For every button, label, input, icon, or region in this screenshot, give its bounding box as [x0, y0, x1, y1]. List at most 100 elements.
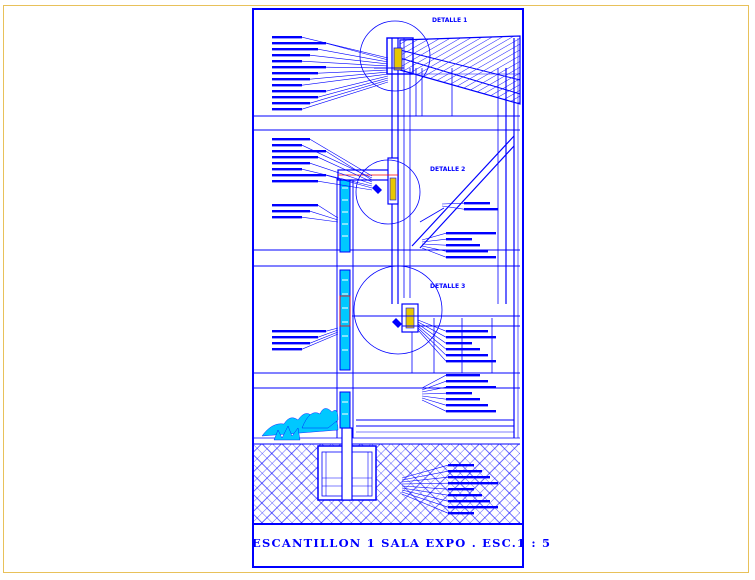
annotation-bar — [272, 48, 318, 51]
leader-line — [325, 174, 373, 189]
annotation-bar — [446, 330, 488, 333]
ground-hatch — [254, 437, 520, 524]
leader-line — [317, 180, 373, 191]
leader-line — [401, 482, 449, 485]
annotation-bar — [272, 342, 310, 345]
leader-line — [325, 150, 373, 181]
leader-line — [309, 210, 339, 221]
annotation-bar — [446, 404, 488, 407]
leader-line — [401, 485, 449, 490]
leader-line — [441, 202, 465, 205]
annotation-bar — [446, 386, 496, 389]
detail-2-label: DETALLE 2 — [430, 166, 465, 173]
annotation-bar — [448, 482, 498, 485]
annotation-bar — [446, 348, 480, 351]
annotation-bar — [272, 36, 302, 39]
annotation-bar — [448, 500, 490, 503]
annotation-bar — [272, 210, 310, 213]
annotation-bar — [272, 66, 326, 69]
annotation-bar — [272, 78, 310, 81]
annotation-bar — [446, 374, 480, 377]
leader-line — [301, 73, 389, 86]
annotation-bar — [446, 336, 496, 339]
foundation-footing — [317, 427, 377, 501]
annotation-bar — [272, 162, 310, 165]
page-frame — [3, 5, 749, 573]
roof-structure — [374, 35, 521, 105]
leader-line — [421, 380, 447, 391]
leader-line — [401, 464, 449, 479]
leader-line — [421, 238, 447, 243]
leader-line — [417, 323, 447, 344]
leader-line — [401, 470, 449, 481]
annotation-leaders-right — [401, 202, 498, 515]
leader-line — [301, 81, 389, 110]
annotation-bar — [448, 512, 474, 515]
leader-line — [309, 138, 373, 177]
leader-line — [421, 374, 447, 389]
annotation-bar — [272, 54, 310, 57]
annotation-bar — [446, 410, 496, 413]
leader-line — [309, 54, 389, 65]
detail-circle-2 — [355, 159, 421, 225]
drawing-title: ESCANTILLON 1 SALA EXPO . ESC.1 : 5 — [252, 536, 552, 550]
annotation-bar — [446, 398, 480, 401]
leader-line — [417, 325, 447, 350]
annotation-bar — [272, 204, 318, 207]
annotation-bar — [448, 476, 490, 479]
leader-line — [301, 216, 339, 223]
drawing-sheet: DETALLE 1 DETALLE 2 DETALLE 3 ESCANTILLO… — [252, 8, 552, 568]
section-drawing: DETALLE 1 DETALLE 2 DETALLE 3 — [252, 8, 524, 568]
detail-3-element — [352, 303, 520, 333]
annotation-bar — [272, 102, 310, 105]
leader-line — [317, 69, 389, 74]
annotation-bar — [272, 150, 326, 153]
annotation-bar — [446, 380, 488, 383]
annotation-bar — [446, 360, 496, 363]
annotation-bar — [448, 464, 474, 467]
annotation-bar — [446, 232, 496, 235]
annotation-bar — [272, 108, 302, 111]
leader-line — [421, 386, 447, 393]
detail-3-label: DETALLE 3 — [430, 283, 465, 290]
detail-1-label: DETALLE 1 — [432, 17, 467, 24]
leader-line — [309, 331, 339, 344]
leader-line — [421, 397, 447, 406]
leader-line — [401, 491, 449, 508]
leader-line — [441, 205, 465, 210]
annotation-bar — [464, 208, 498, 211]
annotation-bar — [272, 330, 326, 333]
leader-line — [421, 392, 447, 395]
leader-line — [401, 476, 449, 483]
leader-line — [325, 66, 389, 69]
annotation-bar — [272, 348, 302, 351]
annotation-bar — [272, 216, 302, 219]
annotation-bar — [446, 238, 472, 241]
leader-line — [417, 319, 447, 332]
leader-line — [417, 321, 447, 338]
leader-line — [309, 79, 389, 104]
annotation-bar — [446, 250, 488, 253]
leader-line — [421, 399, 447, 412]
annotation-bar — [272, 84, 302, 87]
leader-line — [317, 48, 389, 63]
annotation-bar — [446, 392, 472, 395]
annotation-bar — [272, 138, 310, 141]
leader-line — [421, 243, 447, 246]
annotation-bar — [272, 156, 318, 159]
glass-strip — [339, 179, 351, 429]
detail-circle-1 — [359, 20, 431, 92]
detail-circle-3 — [353, 265, 443, 355]
leader-line — [301, 60, 389, 67]
leader-line — [401, 489, 449, 502]
sheet-border — [252, 8, 524, 568]
annotation-bar — [446, 244, 480, 247]
detail-circles — [353, 20, 443, 355]
leader-line — [301, 333, 339, 350]
annotation-bar — [272, 42, 326, 45]
annotation-bar — [272, 174, 326, 177]
leader-line — [325, 42, 389, 61]
leader-line — [401, 493, 449, 514]
leader-line — [421, 245, 447, 252]
annotation-bar — [272, 168, 302, 171]
